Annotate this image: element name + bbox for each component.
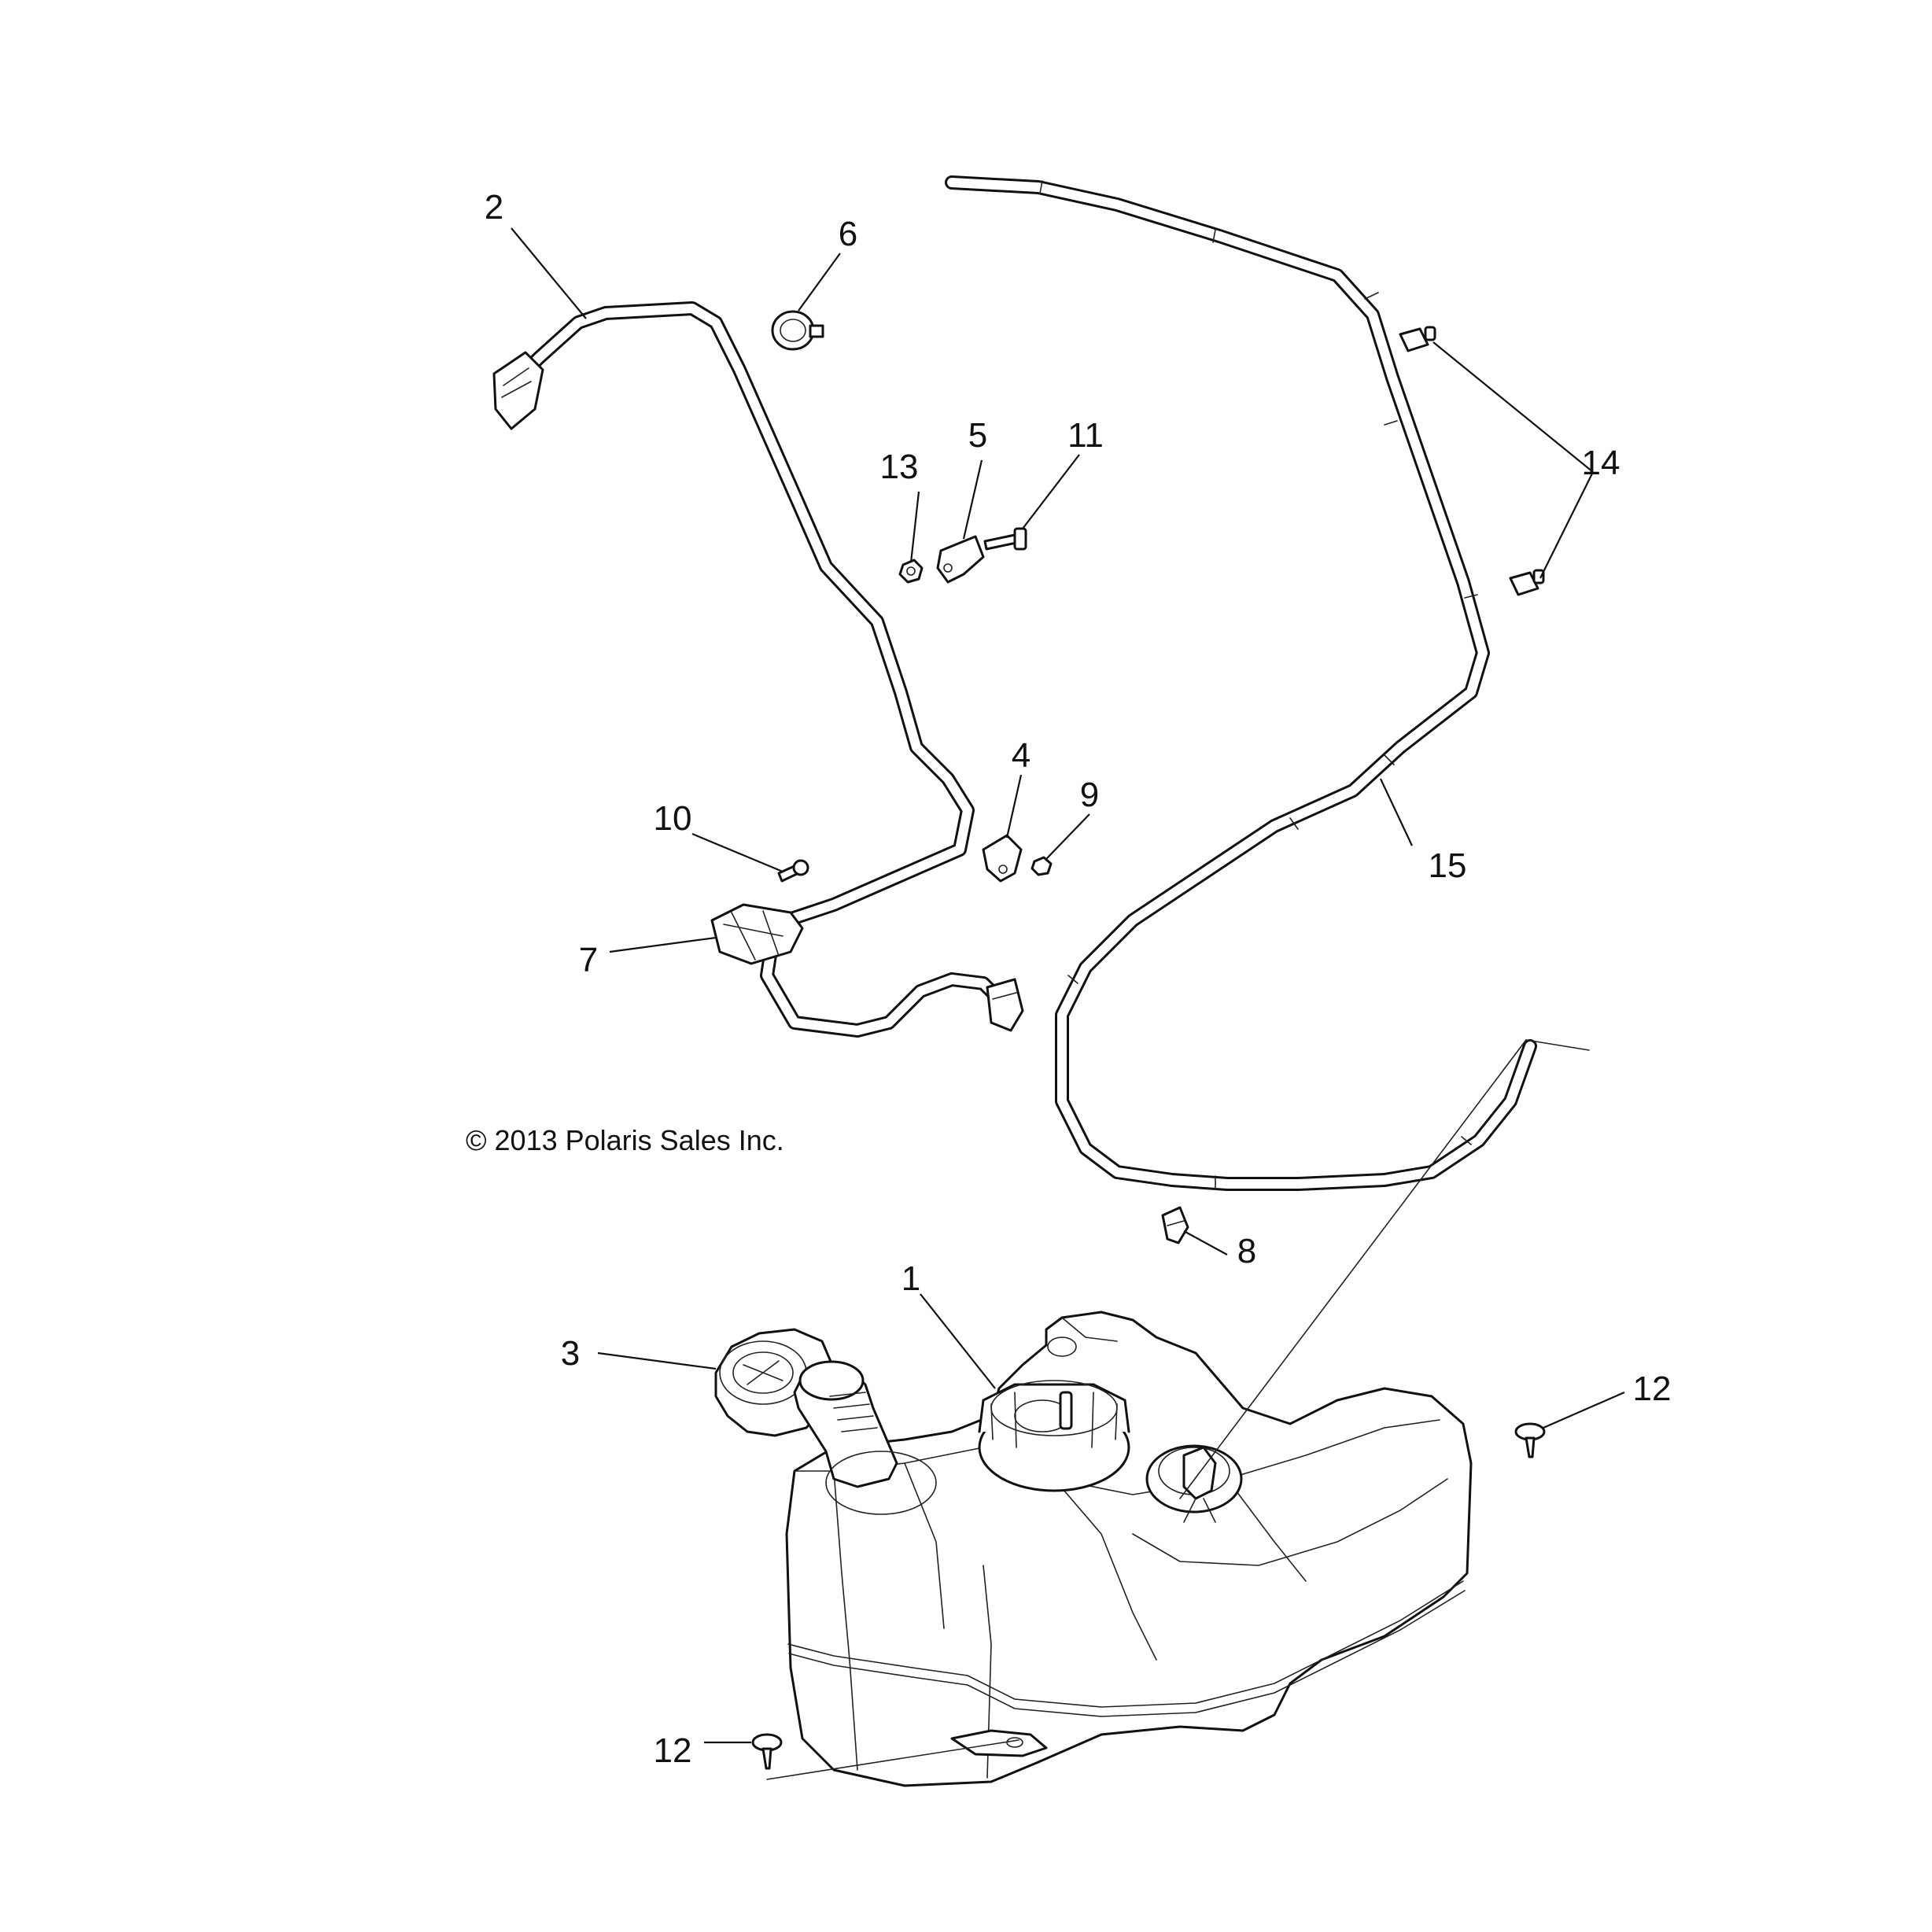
clip-part-5 xyxy=(936,535,985,584)
hose-part-2 xyxy=(492,301,1024,1038)
clip-part-8 xyxy=(1161,1206,1189,1244)
callout-labels: 1 2 3 4 5 6 7 8 9 10 11 12 12 13 14 15 xyxy=(485,188,1672,1770)
callout-10: 10 xyxy=(654,799,692,838)
callout-9: 9 xyxy=(1080,776,1099,814)
callout-11: 11 xyxy=(1067,416,1104,455)
callout-1: 1 xyxy=(901,1259,920,1298)
copyright-notice: © 2013 Polaris Sales Inc. xyxy=(466,1124,784,1156)
clamp-part-6 xyxy=(771,310,824,351)
callout-6: 6 xyxy=(839,215,857,253)
screw-part-12-left xyxy=(751,1733,783,1770)
nut-part-13 xyxy=(898,559,924,584)
callout-4: 4 xyxy=(1012,736,1031,775)
callout-7: 7 xyxy=(579,941,598,979)
screw-part-10 xyxy=(777,859,809,883)
fuel-tank-part-1 xyxy=(785,1311,1473,1787)
clip-part-4 xyxy=(982,834,1023,883)
callout-5: 5 xyxy=(968,416,987,455)
fastener-part-14-top xyxy=(1399,326,1436,352)
callout-15: 15 xyxy=(1429,846,1467,885)
callout-2: 2 xyxy=(485,188,503,227)
callout-8: 8 xyxy=(1237,1232,1256,1270)
bolt-part-11 xyxy=(983,527,1027,551)
bracket-part-7 xyxy=(710,903,804,965)
callout-14: 14 xyxy=(1582,444,1620,482)
hose-part-15 xyxy=(945,175,1537,1191)
screw-part-12-right xyxy=(1514,1422,1546,1458)
leader-lines xyxy=(511,227,1625,1780)
callout-3: 3 xyxy=(561,1334,580,1373)
callout-13: 13 xyxy=(880,448,919,486)
callout-12-right: 12 xyxy=(1633,1370,1672,1408)
fastener-part-14-bottom xyxy=(1509,569,1545,596)
callout-12-left: 12 xyxy=(654,1731,692,1770)
nut-part-9 xyxy=(1031,856,1053,876)
